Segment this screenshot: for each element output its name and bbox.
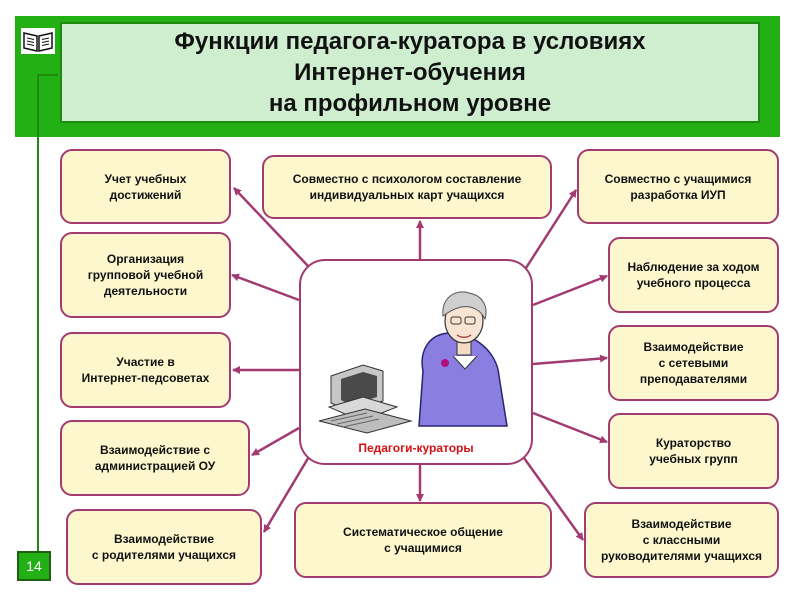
title-line: Функции педагога-куратора в условиях <box>174 28 646 55</box>
slide-title: Функции педагога-куратора в условиях Инт… <box>60 22 760 123</box>
teacher-icon <box>418 291 508 427</box>
computer-icon <box>318 364 413 434</box>
title-line: Интернет-обучения <box>294 59 526 86</box>
center-label: Педагоги-кураторы <box>358 441 474 455</box>
title-line: на профильном уровне <box>268 90 552 117</box>
book-icon <box>21 28 55 54</box>
center-node: Педагоги-кураторы <box>299 259 533 465</box>
page-number: 14 <box>17 551 51 581</box>
